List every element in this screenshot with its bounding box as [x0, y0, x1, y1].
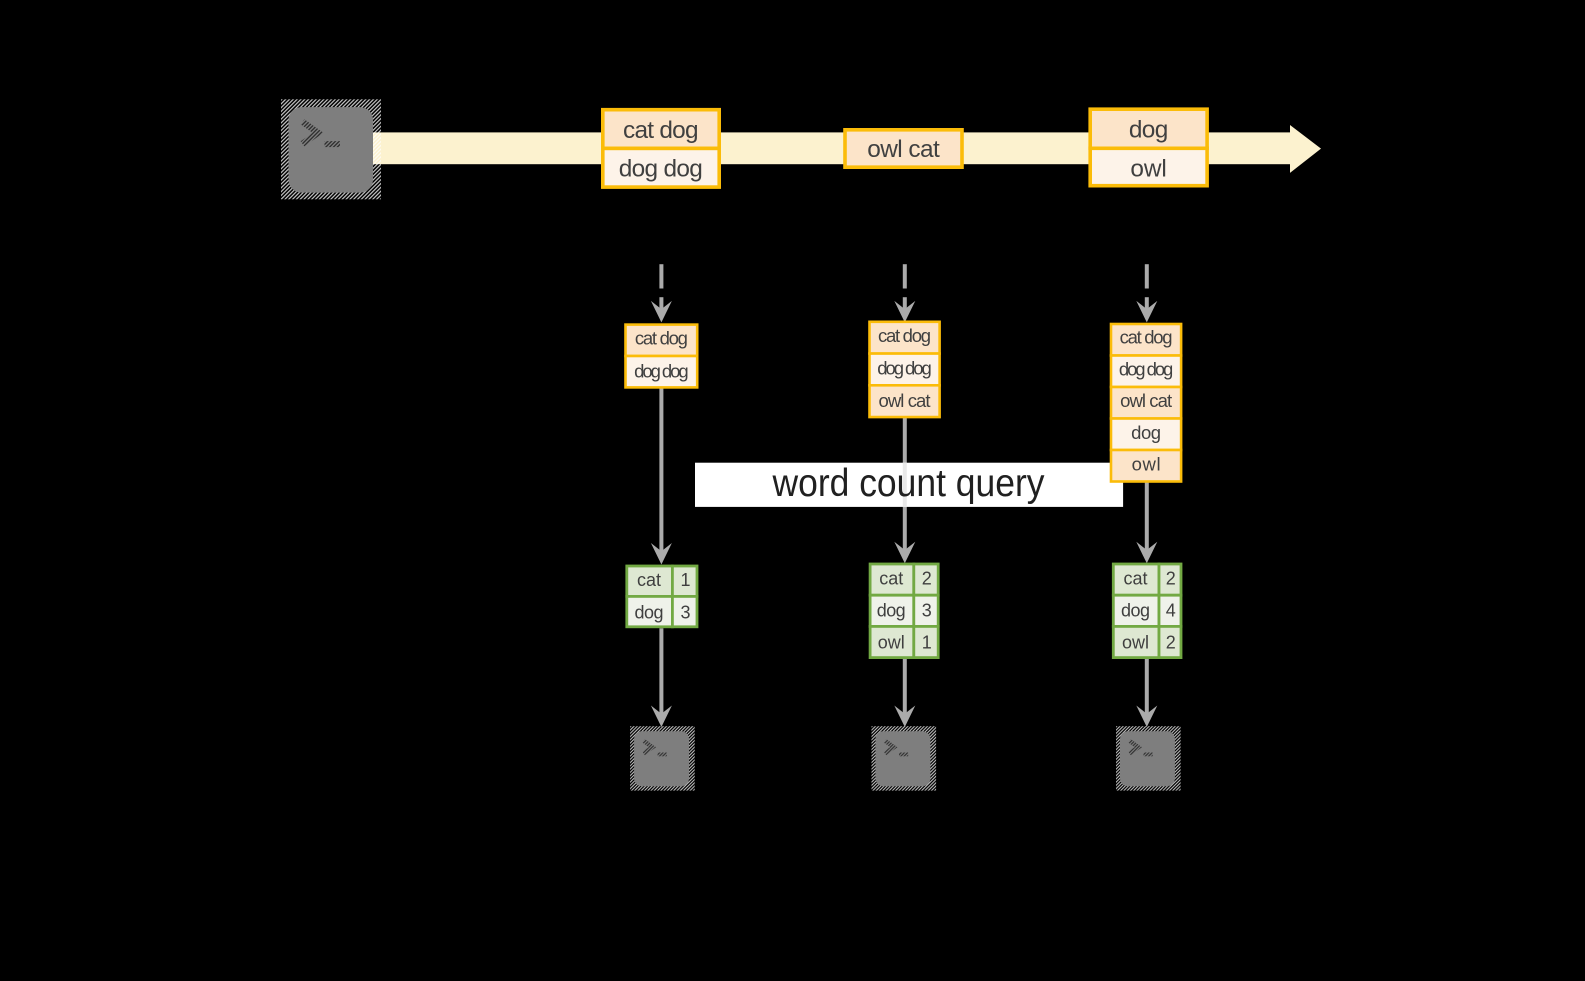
svg-text:3: 3: [680, 602, 690, 622]
svg-text:cat dog: cat dog: [623, 117, 699, 144]
svg-text:dog: dog: [1121, 600, 1150, 620]
svg-text:owl cat: owl cat: [1120, 390, 1172, 411]
svg-text:owl: owl: [878, 633, 905, 653]
svg-text:cat: cat: [637, 570, 661, 590]
svg-text:dog dog: dog dog: [877, 357, 932, 378]
svg-text:owl: owl: [1130, 155, 1167, 182]
svg-text:word count query: word count query: [772, 462, 1045, 505]
svg-text:dog dog: dog dog: [634, 360, 689, 381]
svg-text:2: 2: [1166, 633, 1176, 653]
svg-text:dog dog: dog dog: [619, 156, 703, 183]
svg-text:dog: dog: [877, 600, 906, 620]
svg-text:owl cat: owl cat: [879, 390, 931, 411]
svg-text:dog: dog: [635, 602, 664, 622]
svg-text:1: 1: [922, 633, 932, 653]
svg-text:3: 3: [922, 600, 932, 620]
svg-text:dog: dog: [1129, 117, 1169, 144]
svg-text:owl cat: owl cat: [867, 136, 940, 163]
svg-text:cat: cat: [879, 568, 903, 588]
svg-text:owl: owl: [1132, 454, 1161, 475]
svg-text:1: 1: [680, 570, 690, 590]
svg-text:4: 4: [1166, 600, 1176, 620]
svg-text:cat dog: cat dog: [878, 325, 931, 346]
svg-text:dog dog: dog dog: [1119, 358, 1174, 379]
svg-text:cat: cat: [1123, 568, 1147, 588]
svg-text:cat dog: cat dog: [635, 328, 688, 349]
svg-text:2: 2: [1166, 568, 1176, 588]
svg-text:2: 2: [922, 568, 932, 588]
svg-text:owl: owl: [1122, 633, 1149, 653]
svg-text:cat dog: cat dog: [1120, 327, 1173, 348]
svg-text:dog: dog: [1131, 422, 1161, 443]
